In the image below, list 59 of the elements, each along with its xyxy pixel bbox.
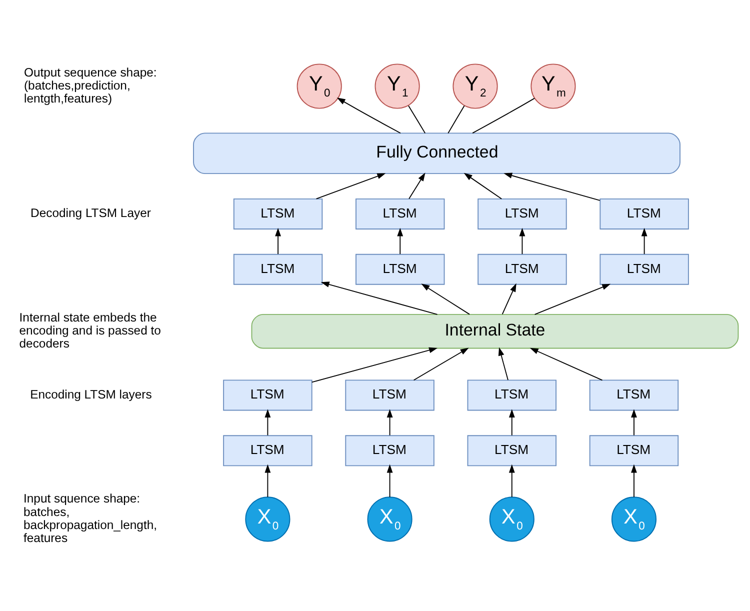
node-circle: Y$_{2}$ — [452, 63, 498, 108]
node-circle: Y$_{m}$ — [530, 63, 576, 108]
label: Output sequence shape: (batches,prediction, lentgth,features) — [24, 64, 157, 106]
arrow — [320, 281, 438, 314]
node-box: LTSM — [600, 253, 689, 284]
arrow — [413, 347, 469, 380]
label: Input squence shape: batches, backpropagation_length, features — [24, 491, 158, 545]
arrow — [311, 346, 438, 382]
node-circle: X$_{0}$ — [489, 496, 534, 542]
connector — [448, 104, 465, 134]
connector — [472, 97, 535, 134]
arrow — [502, 282, 516, 314]
node-box: LTSM — [467, 434, 556, 466]
node-box: LTSM — [345, 434, 434, 466]
node-box: LTSM — [600, 198, 689, 229]
arrow — [530, 347, 603, 380]
node-box: LTSM — [345, 379, 434, 410]
node-box: LTSM — [589, 379, 679, 410]
arrow — [316, 172, 386, 199]
arrow — [421, 283, 470, 314]
node-box: LTSM — [478, 198, 567, 229]
node-box: LTSM — [589, 434, 679, 466]
arrow — [631, 464, 637, 497]
node-box: Fully Connected — [193, 132, 680, 174]
node-box: LTSM — [233, 198, 323, 229]
node-circle: X$_{0}$ — [611, 496, 657, 542]
label: Decoding LTSM Layer — [30, 206, 151, 220]
arrow — [504, 172, 600, 200]
arrow — [264, 464, 271, 497]
node-circle: X$_{0}$ — [245, 496, 290, 542]
arrow — [275, 227, 281, 254]
connector — [408, 104, 426, 134]
node-box: Internal State — [251, 313, 739, 348]
arrow — [498, 346, 508, 380]
arrow — [386, 464, 393, 497]
node-box: LTSM — [467, 379, 556, 410]
arrow — [631, 408, 637, 436]
arrow — [464, 172, 502, 199]
arrow — [408, 172, 426, 199]
node-box: LTSM — [356, 198, 445, 229]
arrow — [386, 408, 393, 436]
label: Internal state embeds the encoding and is passed to decoders — [19, 310, 161, 350]
node-box: LTSM — [223, 379, 312, 410]
node-box: LTSM — [223, 434, 312, 466]
arrow — [264, 408, 271, 436]
arrow — [508, 408, 515, 436]
node-box: LTSM — [478, 253, 567, 284]
node-circle: Y$_{0}$ — [296, 63, 342, 108]
arrow — [641, 227, 648, 254]
node-circle: Y$_{1}$ — [374, 63, 420, 108]
arrow — [336, 97, 401, 134]
label: Encoding LTSM layers — [30, 386, 152, 401]
arrow — [508, 464, 515, 497]
node-circle: X$_{0}$ — [367, 496, 412, 542]
node-box: LTSM — [356, 253, 445, 284]
arrow — [397, 227, 404, 254]
arrow — [534, 283, 611, 314]
node-box: LTSM — [233, 253, 323, 284]
arrow — [519, 227, 526, 254]
